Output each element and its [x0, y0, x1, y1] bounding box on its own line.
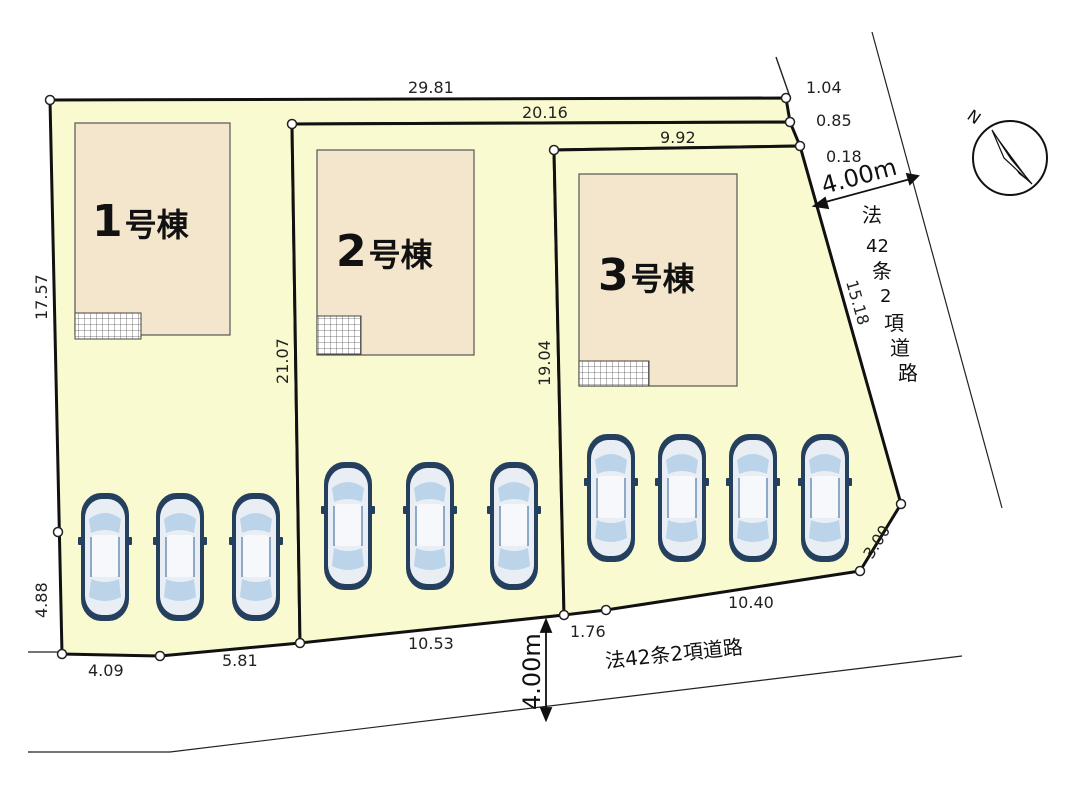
dim-left-lot1: 17.57: [32, 274, 51, 320]
svg-text:42: 42: [866, 236, 889, 257]
south-road-far-edge-b: [169, 655, 963, 753]
car-icon: [797, 433, 853, 563]
svg-text:法: 法: [862, 203, 882, 227]
north-label: N: [964, 106, 985, 128]
dim-bottom-lot3-a: 1.76: [570, 622, 606, 641]
dim-bottom-lot2: 10.53: [408, 634, 454, 653]
lot-3-label: 3号棟: [598, 250, 696, 301]
dim-top-lot2: 20.16: [522, 103, 568, 122]
svg-text:路: 路: [898, 361, 918, 385]
car-icon: [654, 433, 710, 563]
east-road-width-arrow: [811, 172, 920, 210]
car-icon: [725, 433, 781, 563]
south-road-label: 法42条2項道路: [604, 635, 744, 673]
dim-div-1-2: 21.07: [273, 338, 292, 384]
house-1-stairs: [74, 312, 142, 340]
lot-1-label: 1号棟: [92, 196, 190, 247]
east-road-label: 法 42 条 2 項 道 路: [862, 203, 918, 385]
car-icon: [402, 461, 458, 591]
south-road-width: 4.00m: [518, 633, 546, 710]
car-icon: [583, 433, 639, 563]
svg-text:2: 2: [880, 286, 891, 307]
svg-text:道: 道: [890, 336, 910, 360]
east-road-edge: [871, 31, 1003, 509]
dim-top-total: 29.81: [408, 78, 454, 97]
dim-corner-c: 0.18: [826, 147, 862, 166]
dim-bottom-lot1-b: 5.81: [222, 651, 258, 670]
house-2-stairs: [316, 315, 362, 355]
lot-2-label: 2号棟: [336, 226, 434, 277]
south-road-width-arrow: [539, 617, 553, 723]
northeast-edge: [775, 56, 791, 98]
dim-top-lot3: 9.92: [660, 128, 696, 147]
house-1: [74, 122, 231, 336]
car-icon: [152, 492, 208, 622]
car-icon: [77, 492, 133, 622]
boundary-points: [44, 92, 907, 662]
dim-bottom-lot3-b: 10.40: [728, 593, 774, 612]
north-arrow-icon: N: [964, 106, 1048, 196]
dim-div-2-3: 19.04: [535, 340, 554, 386]
car-icon: [228, 492, 284, 622]
car-icon: [486, 461, 542, 591]
dim-left-lot1-lower: 4.88: [32, 582, 51, 618]
car-icon: [320, 461, 376, 591]
house-3: [578, 173, 738, 387]
svg-text:条: 条: [872, 259, 892, 283]
dim-corner-b: 0.85: [816, 111, 852, 130]
dim-corner-a: 1.04: [806, 78, 842, 97]
house-3-stairs: [578, 360, 650, 387]
dim-bottom-lot1-a: 4.09: [88, 661, 124, 680]
svg-text:項: 項: [884, 311, 904, 335]
